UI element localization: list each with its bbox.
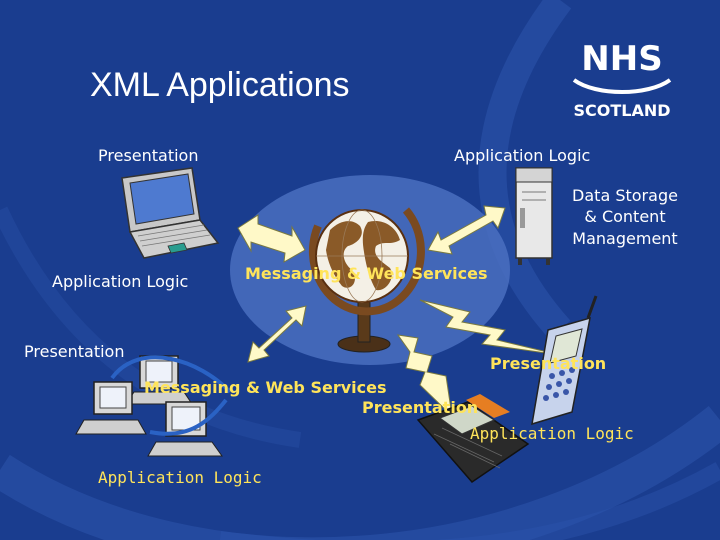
pda-icon (416, 394, 530, 483)
server-icon (515, 167, 553, 265)
label-data-storage-line3: Management (572, 229, 678, 248)
arrow-globe-server (427, 205, 506, 255)
nhs-scotland-logo: NHS SCOTLAND (566, 36, 678, 120)
networked-computers-icon (75, 355, 232, 457)
label-bottom-left-application-logic: Application Logic (98, 468, 262, 487)
label-right-presentation: Presentation (490, 354, 607, 373)
label-center-messaging: Messaging & Web Services (245, 264, 488, 283)
logo-sub-text: SCOTLAND (573, 101, 670, 120)
logo-main-text: NHS (581, 39, 662, 79)
label-left-presentation: Presentation (24, 342, 125, 361)
label-bottom-messaging: Messaging & Web Services (144, 378, 387, 397)
label-bottom-right-application-logic: Application Logic (470, 424, 634, 443)
arrow-laptop-globe (237, 214, 306, 263)
laptop-icon (121, 167, 220, 259)
label-data-storage-line2: & Content (584, 207, 666, 226)
label-left-application-logic: Application Logic (52, 272, 189, 291)
arrow-globe-computers (247, 305, 307, 363)
mobile-phone-icon (531, 295, 598, 426)
label-center-presentation: Presentation (362, 398, 479, 417)
label-top-application-logic: Application Logic (454, 146, 591, 165)
label-data-storage-line1: Data Storage (572, 186, 678, 205)
label-top-presentation: Presentation (98, 146, 199, 165)
lightning-bolt-pda (396, 334, 453, 418)
slide-title: XML Applications (90, 66, 350, 104)
globe-icon (308, 207, 425, 353)
